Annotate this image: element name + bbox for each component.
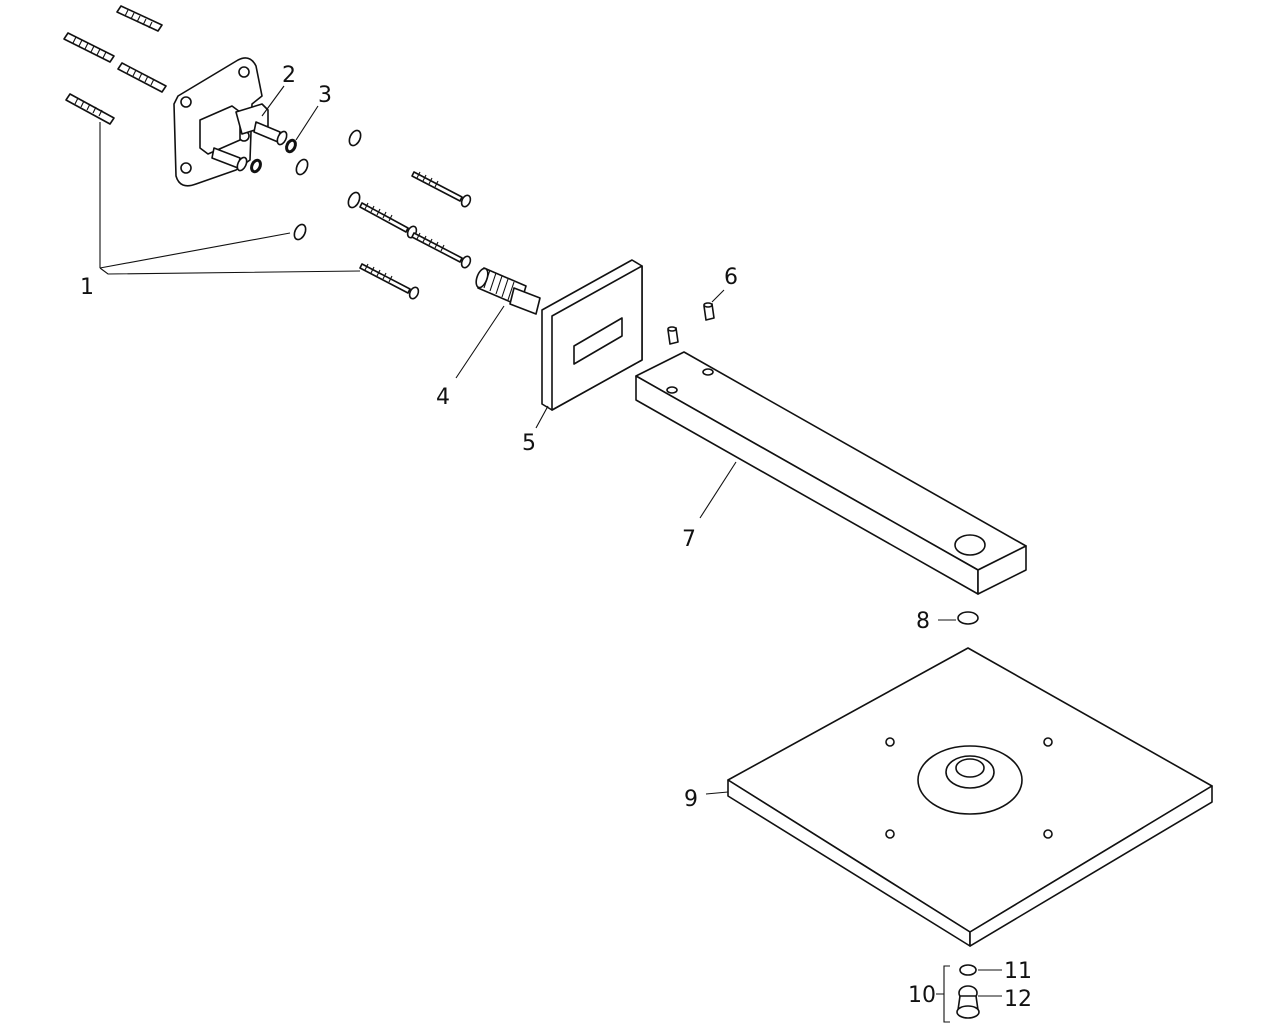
callout-1: 1	[80, 275, 94, 300]
screw	[411, 171, 472, 208]
callout-6: 6	[724, 265, 738, 290]
washer	[293, 223, 307, 241]
screw	[411, 232, 472, 269]
wall-plug	[116, 5, 163, 32]
leader-line-6	[711, 289, 725, 303]
wall-plug	[63, 32, 115, 63]
seal-ring	[938, 611, 979, 625]
overhead-shower-plate	[705, 647, 1213, 947]
leader-line-7	[699, 461, 737, 519]
wall-plug-group	[63, 5, 472, 300]
callout-8: 8	[916, 609, 930, 634]
callout-10: 10	[908, 983, 936, 1008]
callout-12: 12	[1004, 987, 1032, 1012]
leader-line-3	[295, 105, 319, 141]
callout-4: 4	[436, 385, 450, 410]
washer	[348, 129, 362, 147]
set-screw-group	[667, 289, 725, 345]
screw	[359, 202, 418, 239]
leader-line-4	[455, 305, 505, 379]
callout-3: 3	[318, 83, 332, 108]
washer	[295, 158, 309, 176]
leader-line-2	[261, 85, 285, 117]
leader-bracket-10	[936, 965, 950, 1023]
callout-11: 11	[1004, 959, 1032, 984]
wall-rosette	[535, 259, 643, 429]
wall-plug	[65, 93, 115, 125]
o-ring-group	[250, 105, 319, 174]
screw	[359, 263, 420, 300]
wall-mounting-block	[173, 57, 288, 187]
shower-arm	[635, 351, 1027, 595]
leader-line-1	[99, 122, 361, 275]
leader-line-5	[535, 405, 549, 429]
leader-line-9	[705, 791, 729, 795]
nozzle-group	[936, 964, 1002, 1023]
wall-plug	[117, 62, 167, 93]
callout-7: 7	[682, 527, 696, 552]
callout-2: 2	[282, 63, 296, 88]
threaded-connector	[455, 267, 541, 379]
callout-9: 9	[684, 787, 698, 812]
callout-5: 5	[522, 431, 536, 456]
washer	[347, 191, 361, 209]
